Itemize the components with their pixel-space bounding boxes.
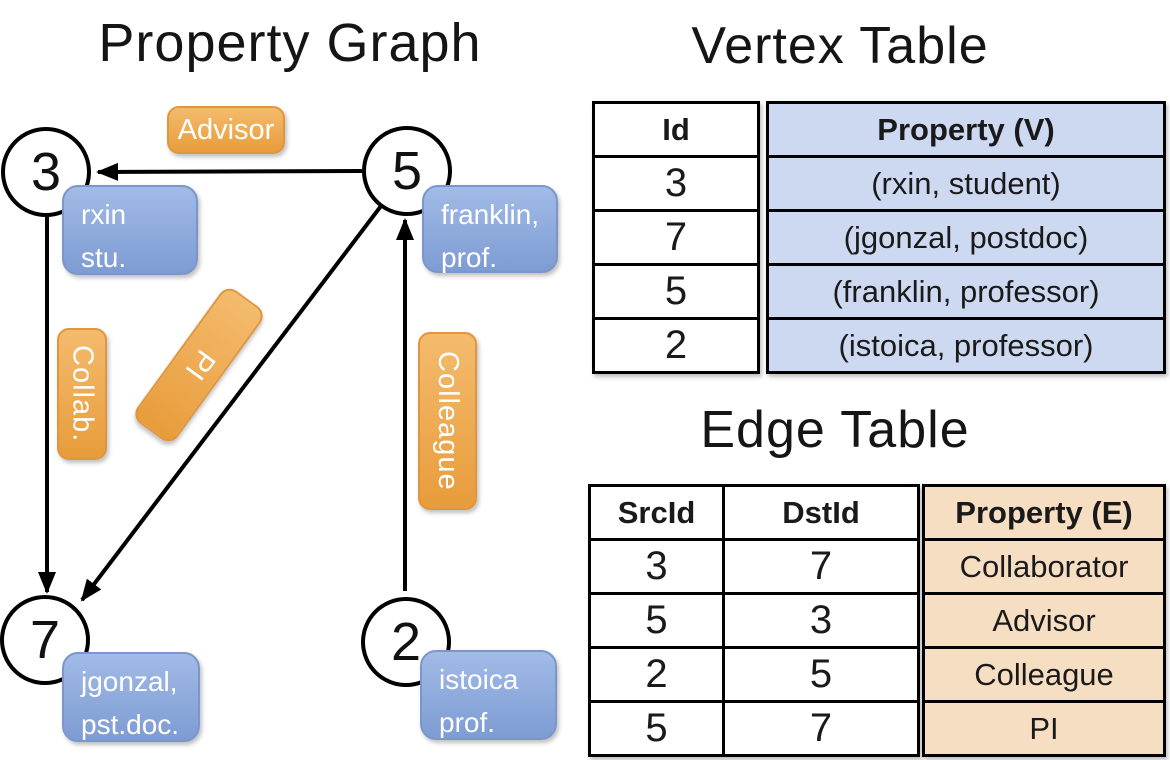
table-row: 3 7 [588,538,920,595]
table-row: 3 [592,155,760,212]
vertex-property-line: franklin, [441,199,540,230]
edge-label-pi: PI [130,283,268,447]
vertex-table-id-column: Id 3 7 5 2 [592,101,760,374]
vertex-id-cell: 2 [592,317,760,374]
property-graph-title: Property Graph [98,13,482,73]
edge-property-cell: PI [922,700,1166,757]
vertex-property-box-jgonzal: jgonzal, pst.doc. [62,652,200,742]
vertex-id-cell: 5 [592,263,760,320]
table-row: 5 [592,263,760,320]
edge-table-property-header: Property (E) [922,484,1166,541]
edge-label-advisor: Advisor [167,106,285,154]
vertex-table-id-header: Id [592,101,760,158]
edge-label-text: Collab. [66,345,99,443]
vertex-id-cell: 3 [592,155,760,212]
edge-property-cell: Colleague [922,646,1166,703]
edge-table-id-columns: SrcId DstId 3 7 5 3 2 5 5 7 [588,484,920,757]
edge-srcid-cell: 5 [588,700,725,757]
node-2-id: 2 [390,612,422,672]
edge-table-title: Edge Table [700,401,970,459]
edge-label-collab: Collab. [57,328,107,460]
node-3-id: 3 [30,142,62,202]
edge-label-colleague: Colleague [418,332,477,510]
edge-dstid-cell: 7 [722,700,920,757]
edge-label-text: Colleague [432,351,464,491]
table-row: 5 7 [588,700,920,757]
edge-property-cell: Collaborator [922,538,1166,595]
vertex-property-box-franklin: franklin, prof. [422,185,558,273]
node-7-id: 7 [29,610,61,670]
vertex-property-cell: (franklin, professor) [766,263,1166,320]
table-row: 7 [592,209,760,266]
vertex-property-box-istoica: istoica prof. [420,650,557,740]
edge-table-property-column: Property (E) Collaborator Advisor Collea… [922,484,1166,757]
graph-node-5: 5 [362,126,452,216]
edge-property-cell: Advisor [922,592,1166,649]
edge-table-srcid-header: SrcId [588,484,725,541]
table-row: Colleague [922,646,1166,703]
vertex-property-line: prof. [441,241,498,273]
table-row: 5 3 [588,592,920,649]
table-header-row: Id [592,101,760,158]
edge-label-text: PI [177,343,221,387]
vertex-property-box-rxin: rxin stu. [62,185,198,275]
vertex-table-property-header: Property (V) [766,101,1166,158]
edge-dstid-cell: 5 [722,646,920,703]
vertex-property-cell: (istoica, professor) [766,317,1166,374]
table-header-row: SrcId DstId [588,484,920,541]
vertex-property-cell: (rxin, student) [766,155,1166,212]
vertex-property-line: pst.doc. [81,708,180,740]
table-row: Advisor [922,592,1166,649]
table-header-row: Property (V) [766,101,1166,158]
table-row: 2 5 [588,646,920,703]
edge-label-text: Advisor [177,113,275,146]
vertex-table-title: Vertex Table [691,17,989,75]
table-row: (franklin, professor) [766,263,1166,320]
edge-srcid-cell: 2 [588,646,725,703]
vertex-property-line: jgonzal, [81,666,178,697]
vertex-id-cell: 7 [592,209,760,266]
vertex-property-line: rxin [81,199,127,230]
table-row: (istoica, professor) [766,317,1166,374]
table-row: (rxin, student) [766,155,1166,212]
table-row: (jgonzal, postdoc) [766,209,1166,266]
vertex-property-cell: (jgonzal, postdoc) [766,209,1166,266]
table-header-row: Property (E) [922,484,1166,541]
node-5-id: 5 [391,141,423,201]
edge-dstid-cell: 3 [722,592,920,649]
edge-srcid-cell: 3 [588,538,725,595]
vertex-property-line: prof. [439,706,496,738]
table-row: PI [922,700,1166,757]
vertex-property-line: stu. [81,241,127,273]
edge-dstid-cell: 7 [722,538,920,595]
vertex-property-line: istoica [439,664,519,695]
table-row: 2 [592,317,760,374]
edge-arrow-5-to-3 [96,162,363,181]
graph-node-3: 3 [1,127,91,217]
edge-table-dstid-header: DstId [722,484,920,541]
table-row: Collaborator [922,538,1166,595]
edge-srcid-cell: 5 [588,592,725,649]
vertex-table-property-column: Property (V) (rxin, student) (jgonzal, p… [766,101,1166,374]
